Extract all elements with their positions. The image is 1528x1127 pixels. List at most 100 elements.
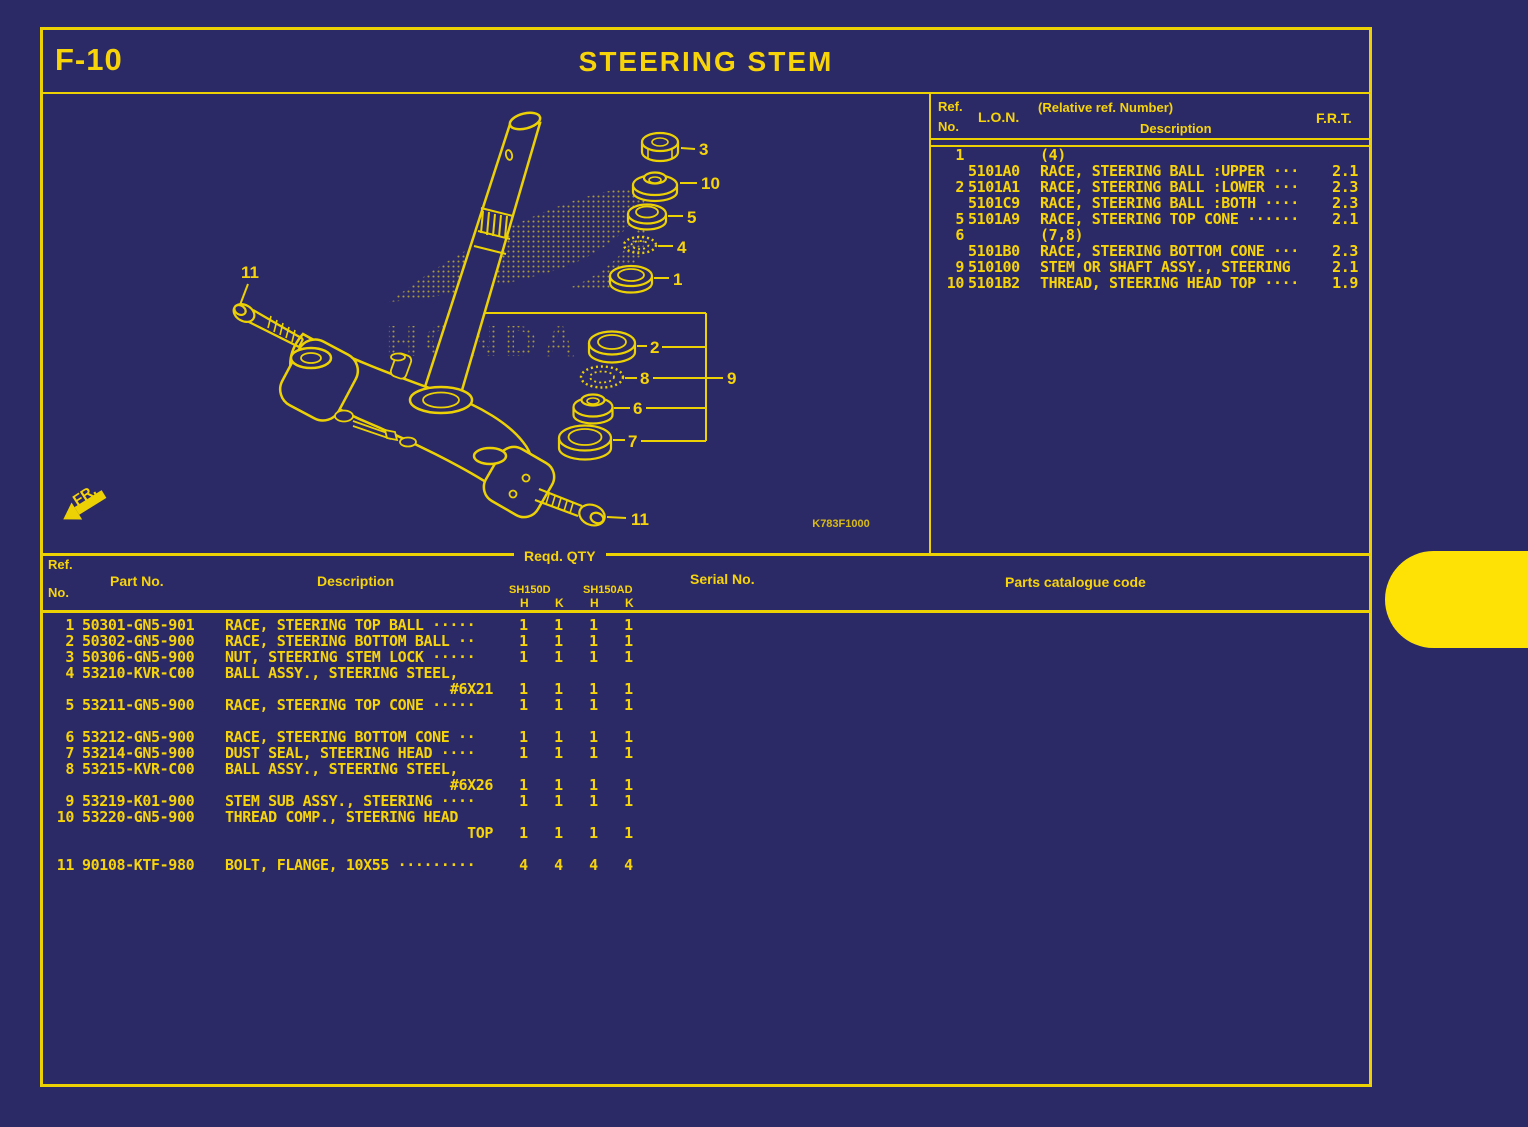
ref-table-row: 5101C9 RACE, STEERING BALL :BOTH ···· 2.…: [934, 195, 1358, 211]
part-3-lock-nut: [640, 131, 680, 163]
part-4-ball-assy: [622, 235, 658, 255]
ref-no-cell: 6: [955, 226, 964, 244]
callout-2: 2: [650, 338, 659, 357]
part-ref-cell: 3: [65, 648, 74, 666]
parts-col-model-2: SH150AD: [583, 584, 633, 596]
qty-cell-sh150ad-h: 1: [589, 744, 598, 762]
ref-header-underline-2: [931, 145, 1372, 147]
part-no-cell: 53211-GN5-900: [82, 696, 195, 714]
part-ref-cell: 7: [65, 744, 74, 762]
part-ref-cell: 1: [65, 616, 74, 634]
fr-label: FR.: [70, 482, 100, 509]
callout-labels: 3 10 5 4 1 2 8 6 7 9 11 11: [241, 140, 736, 529]
part-no-cell: 53215-KVR-C00: [82, 760, 195, 778]
qty-cell-sh150d-k: 1: [554, 696, 563, 714]
page-edge-tab[interactable]: [1385, 551, 1528, 648]
qty-cell-sh150ad-k: 1: [624, 680, 633, 698]
callout-7: 7: [628, 432, 637, 451]
qty-cell-sh150ad-k: [611, 841, 646, 857]
qty-cell-sh150d-k: 1: [554, 824, 563, 842]
part-no-cell: [82, 825, 222, 841]
group-9-bracket: [471, 312, 723, 442]
part-ref-cell: 10: [56, 808, 75, 826]
qty-cell-sh150d-k: [541, 713, 576, 729]
parts-table-rows: 1 50301-GN5-901 RACE, STEERING TOP BALL …: [40, 617, 1372, 873]
qty-cell-sh150ad-k: 1: [624, 616, 633, 634]
qty-cell-sh150d-k: 1: [554, 776, 563, 794]
ref-table-rows: 1 (4) 5101A0 RACE, STEERING BALL :UPPER …: [930, 147, 1372, 291]
ref-col-description: Description: [1140, 121, 1212, 136]
qty-cell-sh150ad-k: 1: [624, 792, 633, 810]
callout-10: 10: [701, 174, 720, 193]
part-no-cell: [82, 777, 222, 793]
parts-header-underline: [40, 610, 1372, 613]
part-desc-cell: #6X21: [449, 680, 494, 698]
part-no-cell: [82, 713, 222, 729]
ref-desc-cell: (4): [1040, 146, 1066, 164]
parts-table-top-line: [40, 553, 1372, 556]
ref-no-cell: [934, 195, 964, 211]
part-ref-cell: [46, 681, 74, 697]
ref-frt-cell: 2.3: [1332, 242, 1358, 260]
ref-no-cell: 9: [955, 258, 964, 276]
part-6-bottom-cone-race: [572, 393, 614, 425]
ref-no-cell: 5: [955, 210, 964, 228]
parts-col-ref: Ref.: [48, 557, 73, 572]
qty-cell-sh150d-k: 4: [554, 856, 563, 874]
ref-lon-cell: [968, 147, 1034, 163]
ref-header-underline-1: [931, 138, 1372, 140]
qty-cell-sh150ad-k: 1: [624, 744, 633, 762]
callout-4: 4: [677, 238, 687, 257]
qty-cell-sh150ad-h: 4: [589, 856, 598, 874]
callout-8: 8: [640, 369, 649, 388]
parts-qty-sub-1: H: [520, 596, 529, 610]
qty-cell-sh150ad-h: [576, 665, 611, 681]
qty-cell-sh150ad-h: [576, 761, 611, 777]
ref-no-cell: [934, 163, 964, 179]
ref-no-cell: 2: [955, 178, 964, 196]
qty-cell-sh150d-h: 1: [519, 616, 528, 634]
qty-cell-sh150ad-k: 1: [624, 776, 633, 794]
part-no-cell: 90108-KTF-980: [82, 856, 195, 874]
ref-table-row: 9 510100 STEM OR SHAFT ASSY., STEERING 2…: [934, 259, 1358, 275]
ref-table-row: 2 5101A1 RACE, STEERING BALL :LOWER ··· …: [934, 179, 1358, 195]
ref-desc-cell: STEM OR SHAFT ASSY., STEERING: [1040, 258, 1291, 276]
flange-bolt-upper: [232, 303, 304, 348]
part-desc-cell: RACE, STEERING TOP CONE ·····: [225, 696, 476, 714]
ref-desc-cell: RACE, STEERING BALL :BOTH ····: [1040, 194, 1299, 212]
part-desc-cell: BALL ASSY., STEERING STEEL,: [225, 664, 459, 682]
parts-col-reqd-qty: Reqd. QTY: [514, 548, 606, 564]
qty-cell-sh150d-k: [541, 841, 576, 857]
qty-cell-sh150d-h: 1: [519, 648, 528, 666]
qty-cell-sh150ad-h: 1: [589, 824, 598, 842]
qty-cell-sh150d-h: 4: [519, 856, 528, 874]
part-no-cell: 53220-GN5-900: [82, 808, 195, 826]
parts-table-row: 4 53210-KVR-C00 BALL ASSY., STEERING STE…: [46, 665, 1372, 681]
qty-cell-sh150ad-h: [576, 841, 611, 857]
part-ref-cell: 2: [65, 632, 74, 650]
ref-col-lon: L.O.N.: [978, 109, 1020, 125]
qty-cell-sh150ad-h: [576, 713, 611, 729]
parts-col-description: Description: [317, 573, 395, 589]
flange-bolt-lower: [534, 487, 606, 527]
part-10-thread-comp: [631, 171, 679, 203]
part-2-bottom-ball-race: [587, 330, 637, 364]
ref-frt-cell: 2.3: [1332, 178, 1358, 196]
ref-col-no: No.: [938, 119, 959, 134]
qty-cell-sh150d-h: 1: [519, 744, 528, 762]
qty-cell-sh150d-k: [541, 665, 576, 681]
page-title: STEERING STEM: [578, 46, 834, 77]
part-desc-cell: THREAD COMP., STEERING HEAD: [225, 808, 459, 826]
callout-5: 5: [687, 208, 696, 227]
qty-cell-sh150d-h: 1: [519, 776, 528, 794]
ref-frt-cell: 2.1: [1332, 258, 1358, 276]
part-no-cell: 53210-KVR-C00: [82, 664, 195, 682]
part-8-ball-assy: [579, 365, 625, 389]
qty-cell-sh150ad-h: 1: [589, 632, 598, 650]
ref-frt-cell: 2.1: [1332, 162, 1358, 180]
part-no-cell: 50306-GN5-900: [82, 648, 195, 666]
diagram-ref-divider: [929, 94, 931, 555]
parts-table-row: 3 50306-GN5-900 NUT, STEERING STEM LOCK …: [46, 649, 1372, 665]
qty-cell-sh150ad-k: 1: [624, 648, 633, 666]
ref-desc-cell: RACE, STEERING BALL :UPPER ···: [1040, 162, 1299, 180]
